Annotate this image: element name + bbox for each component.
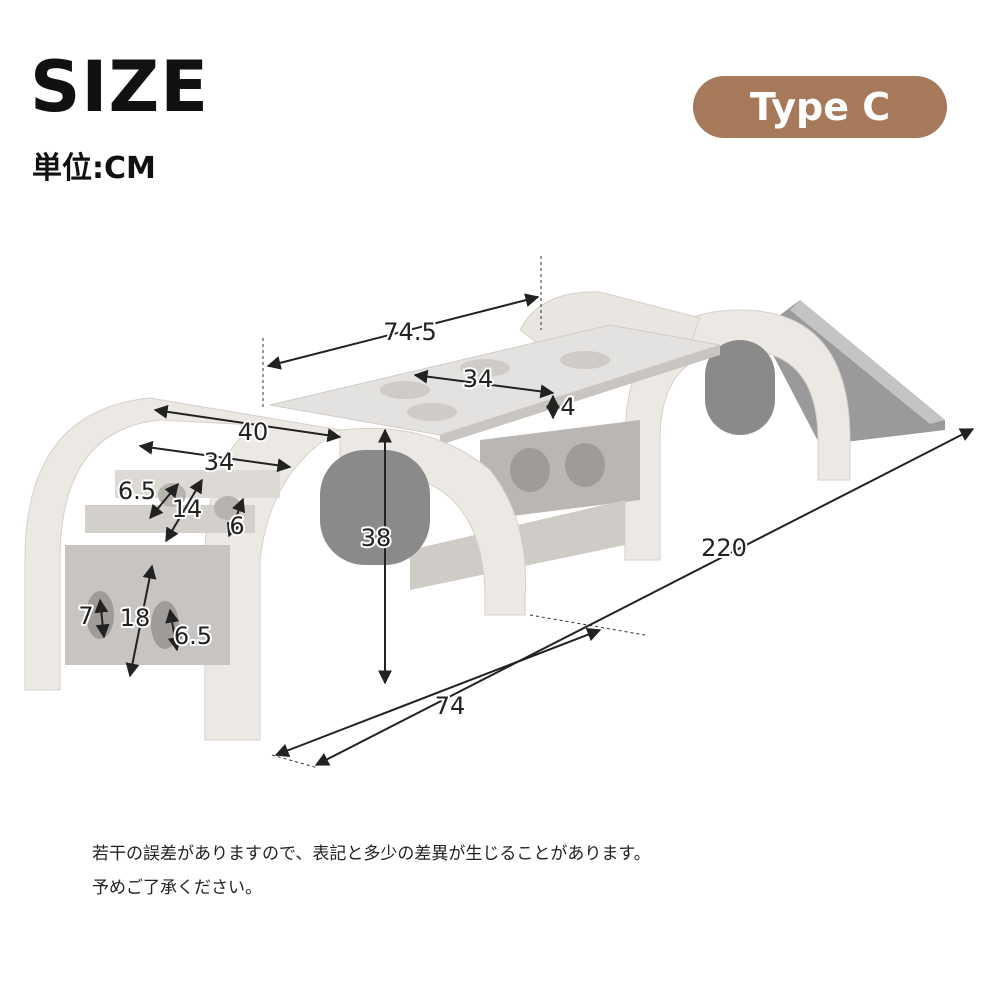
- disclaimer-note: 若干の誤差がありますので、表記と多少の差異が生じることがあります。: [92, 844, 651, 864]
- unit-label: 単位:CM: [32, 151, 156, 186]
- dim-hole-lower: 6.5: [174, 622, 212, 650]
- disclaimer-note-apology: 予めご了承ください。: [92, 878, 262, 898]
- dim-board-length: 74.5: [383, 318, 436, 346]
- dim-board-hole-spacing: 34: [463, 365, 494, 393]
- dim-rung-gap: 14: [172, 495, 203, 523]
- size-heading: SIZE: [30, 46, 210, 128]
- dimension-arrows: [94, 293, 975, 766]
- dim-step-spacing: 18: [120, 604, 151, 632]
- dim-arch-width: 40: [238, 418, 269, 446]
- dim-rung-width: 34: [204, 448, 235, 476]
- dim-hole-height: 7: [78, 602, 93, 630]
- dim-height: 38: [361, 524, 392, 552]
- dim-hole-short: 6: [229, 512, 244, 540]
- dim-hole-small: 6.5: [118, 477, 156, 505]
- dim-board-thickness: 4: [560, 393, 575, 421]
- type-badge: Type C: [693, 76, 947, 138]
- dim-depth: 74: [435, 692, 466, 720]
- dim-total-length: 220: [701, 534, 747, 562]
